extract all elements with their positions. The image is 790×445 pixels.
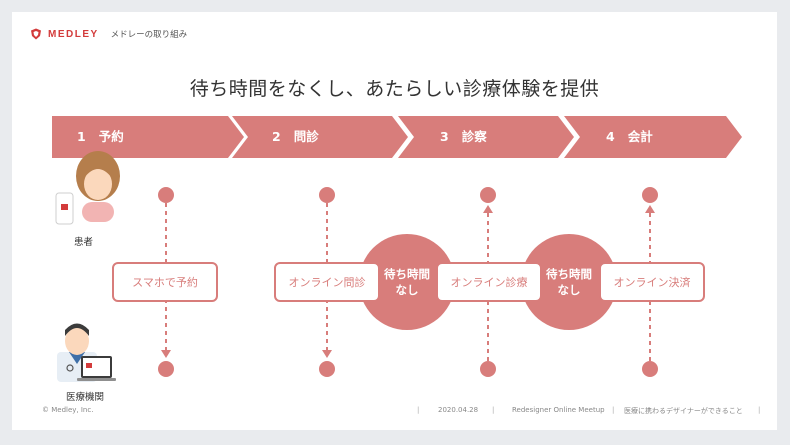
action-online-consultation: オンライン診療 <box>436 262 542 302</box>
role-label-patient: 患者 <box>74 237 94 248</box>
flow-diagram <box>55 151 658 382</box>
medley-shield-logo-icon <box>31 28 41 40</box>
footer-talk: 医療に携わるデザイナーができること <box>624 407 743 415</box>
doctor-illustration-icon <box>57 323 116 382</box>
header-brand: MEDLEY メドレーの取り組み <box>30 28 187 40</box>
step-label: 4 会計 <box>606 129 653 144</box>
step-label: 1 予約 <box>77 129 124 144</box>
wait-none-label: 待ち時間 なし <box>384 267 430 297</box>
action-smartphone-reservation: スマホで予約 <box>112 262 218 302</box>
footer-separator: | <box>758 406 761 414</box>
slide-title: 待ち時間をなくし、あたらしい診療体験を提供 <box>189 78 600 100</box>
wait-none-label: 待ち時間 なし <box>546 267 592 297</box>
brand-name: MEDLEY <box>48 28 99 40</box>
action-online-questionnaire: オンライン問診 <box>274 262 380 302</box>
footer-copyright: © Medley, Inc. <box>42 406 94 414</box>
chevron-shape <box>232 116 408 158</box>
role-label-medical: 医療機関 <box>66 392 105 403</box>
footer: © Medley, Inc. | 2020.04.28 | Redesigner… <box>12 404 777 418</box>
footer-separator: | <box>492 406 495 414</box>
footer-date: 2020.04.28 <box>438 406 479 414</box>
action-online-payment: オンライン決済 <box>599 262 705 302</box>
step-label: 3 診察 <box>440 129 487 144</box>
footer-event: Redesigner Online Meetup <box>512 406 605 414</box>
wait-circle <box>521 234 617 330</box>
chevron-shape <box>52 116 244 158</box>
chevron-shape <box>398 116 574 158</box>
slide: MEDLEY メドレーの取り組み 待ち時間をなくし、あたらしい診療体験を提供 1… <box>12 12 777 430</box>
wait-circle <box>359 234 455 330</box>
step-flow: 1 予約 2 問診 3 診察 4 会計 <box>52 116 742 158</box>
footer-separator: | <box>417 406 420 414</box>
step-label: 2 問診 <box>272 129 319 144</box>
header-subtitle: メドレーの取り組み <box>110 30 188 40</box>
footer-separator: | <box>612 406 615 414</box>
patient-illustration-icon <box>55 151 120 225</box>
flow-line-yoyaku <box>158 187 174 377</box>
chevron-shape <box>564 116 742 158</box>
